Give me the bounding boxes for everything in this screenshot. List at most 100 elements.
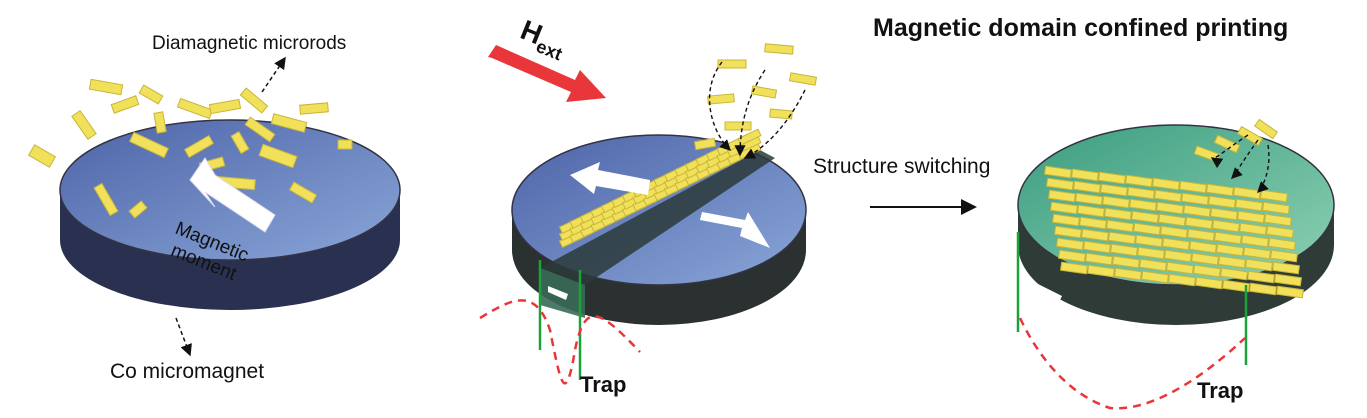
microrod [693,137,717,151]
printed-rod [1208,195,1236,209]
printed-rod [1272,261,1300,275]
incoming-paths-right [1210,134,1270,193]
printed-rod [1056,237,1084,251]
printed-rod [1218,255,1246,269]
trap-label-right: Trap [1197,378,1244,403]
printed-rod [1262,201,1290,215]
printed-rod [1127,186,1155,200]
printed-rod [1100,183,1128,197]
trap-label-middle: Trap [580,372,627,397]
printed-rod [1183,204,1211,218]
printed-rod [1266,225,1294,239]
printed-rod [1058,249,1086,263]
printed-rod [1075,192,1103,206]
printed-rod [1108,231,1136,245]
printed-rod [1212,219,1240,233]
printed-rod [1247,270,1275,284]
printed-rod [1241,234,1269,248]
microrod [244,116,276,143]
printed-rod [1071,168,1099,182]
microrod [1213,134,1241,154]
field-arrow-icon [488,45,606,102]
microrod [270,113,308,133]
microrod [769,108,793,120]
printed-rod [1235,198,1263,212]
microrod [93,182,119,217]
microrod [717,59,747,69]
microrod [88,78,124,96]
printed-rod [1162,237,1190,251]
printed-rod [1125,174,1153,188]
microrod [110,95,140,114]
printed-rod [1216,243,1244,257]
printed-rod [1102,195,1130,209]
microrod [138,84,164,105]
printed-rod [1276,285,1304,299]
printed-rod [1077,204,1105,218]
printed-rod [1237,210,1265,224]
microrod [1253,118,1279,140]
printed-rod [1112,255,1140,269]
printed-rod [1098,171,1126,185]
printed-rod [1222,279,1250,293]
printed-rod [1189,240,1217,254]
trapped-rod [737,128,762,146]
printed-rod [1191,252,1219,266]
microrod [707,93,735,105]
printed-rod [1166,261,1194,275]
printed-rod [1073,180,1101,194]
microrod [788,72,818,86]
domain-arrows [548,162,770,300]
printed-rod [1106,219,1134,233]
printed-rod [1060,261,1088,275]
printed-rod [1104,207,1132,221]
microrods-cloud [27,78,353,219]
printed-rod [1110,243,1138,257]
printed-rod [1160,225,1188,239]
microrod [153,111,167,134]
printed-rod [1195,276,1223,290]
printed-rod [1156,201,1184,215]
trap-lines-right [1016,232,1248,365]
printed-rod [1239,222,1267,236]
microrod [27,144,57,168]
microrod [239,87,269,114]
microrod [129,131,169,159]
microrod [258,143,298,169]
microrod [288,181,318,204]
figure-title: Magnetic domain confined printing [873,14,1289,42]
microrod [71,109,97,141]
diamagnetic-microrods-label: Diamagnetic microrods [152,33,347,54]
printed-rod [1158,213,1186,227]
printed-rod [1260,189,1288,203]
microrod [183,134,215,159]
printed-rod [1081,228,1109,242]
printed-rod [1114,267,1142,281]
printed-rod [1185,216,1213,230]
printed-rod [1133,222,1161,236]
printed-rod [1243,246,1271,260]
printed-rod [1131,210,1159,224]
printed-rod [1129,198,1157,212]
microrod [750,85,778,99]
printed-rod [1050,201,1078,215]
microrod [208,98,242,115]
printed-rod [1187,228,1215,242]
printed-rod [1044,165,1072,179]
printed-rod [1079,216,1107,230]
microrod [764,43,794,55]
printed-rod [1179,180,1207,194]
magnetic-moment-arrow [189,157,276,233]
co-micromagnet-label: Co micromagnet [110,360,265,383]
printed-rod [1085,252,1113,266]
printed-rod [1087,264,1115,278]
incoming-paths [708,61,806,159]
printed-rod [1193,264,1221,278]
structure-switching-label: Structure switching [813,155,991,178]
microrod [299,102,329,115]
micromagnet-disk-2 [511,134,807,325]
printed-rod [1137,246,1165,260]
trap-lines-middle [538,260,582,380]
printed-rod [1264,213,1292,227]
microrod [230,130,250,155]
